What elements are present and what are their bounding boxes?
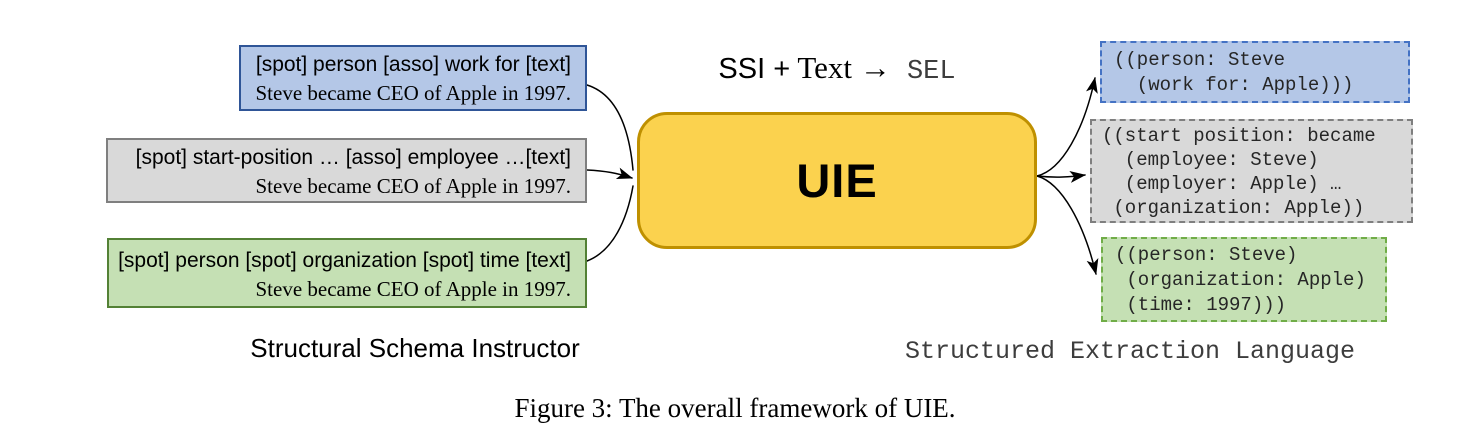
- sel-line: (work for: Apple))): [1114, 74, 1354, 96]
- ssi-text-sel-formula: SSI + Text → SEL: [637, 50, 1037, 88]
- formula-text: Text: [797, 50, 853, 85]
- formula-arrow-glyph: →: [859, 50, 891, 85]
- arrow-entity-input: [586, 185, 634, 262]
- schema-line: [spot] start-position … [asso] employee …: [135, 146, 571, 169]
- sel-line: (organization: Apple)): [1102, 197, 1365, 219]
- schema-line: [spot] person [asso] work for [text]: [255, 53, 571, 76]
- arrow-relation-input: [586, 84, 634, 171]
- sentence-line: Steve became CEO of Apple in 1997.: [255, 174, 571, 198]
- schema-line: [spot] person [spot] organization [spot]…: [118, 249, 571, 272]
- arrow-event-output: [1036, 171, 1086, 183]
- sel-line: (employer: Apple) …: [1102, 173, 1342, 195]
- sel-line: ((person: Steve): [1115, 244, 1298, 266]
- sel-box-entity: ((person: Steve) (organization: Apple) (…: [1101, 237, 1387, 322]
- sentence-line: Steve became CEO of Apple in 1997.: [255, 277, 571, 301]
- ssi-box-entity: [spot] person [spot] organization [spot]…: [107, 238, 587, 308]
- sel-line: (organization: Apple): [1115, 269, 1366, 291]
- label-structured-extraction-language: Structured Extraction Language: [904, 337, 1356, 366]
- arrow-entity-output: [1036, 175, 1099, 275]
- formula-ssi: SSI: [718, 53, 766, 85]
- sel-box-relation: ((person: Steve (work for: Apple))): [1100, 41, 1410, 103]
- sel-line: (time: 1997))): [1115, 294, 1287, 316]
- sel-line: (employee: Steve): [1102, 149, 1319, 171]
- formula-plus: +: [773, 53, 791, 85]
- formula-sel: SEL: [906, 57, 956, 87]
- ssi-box-relation: [spot] person [asso] work for [text] Ste…: [239, 45, 587, 111]
- sentence-line: Steve became CEO of Apple in 1997.: [255, 81, 571, 105]
- sel-line: ((start position: became: [1102, 125, 1376, 147]
- sel-box-event: ((start position: became (employee: Stev…: [1090, 119, 1413, 223]
- label-structural-schema-instructor: Structural Schema Instructor: [250, 333, 580, 363]
- uie-model-box: UIE: [637, 112, 1037, 249]
- sel-line: ((person: Steve: [1114, 49, 1286, 71]
- figure-caption: Figure 3: The overall framework of UIE.: [514, 393, 956, 423]
- arrow-relation-output: [1036, 77, 1098, 177]
- uie-model-label: UIE: [796, 154, 878, 207]
- ssi-box-event: [spot] start-position … [asso] employee …: [106, 138, 587, 203]
- arrow-event-input: [586, 167, 633, 179]
